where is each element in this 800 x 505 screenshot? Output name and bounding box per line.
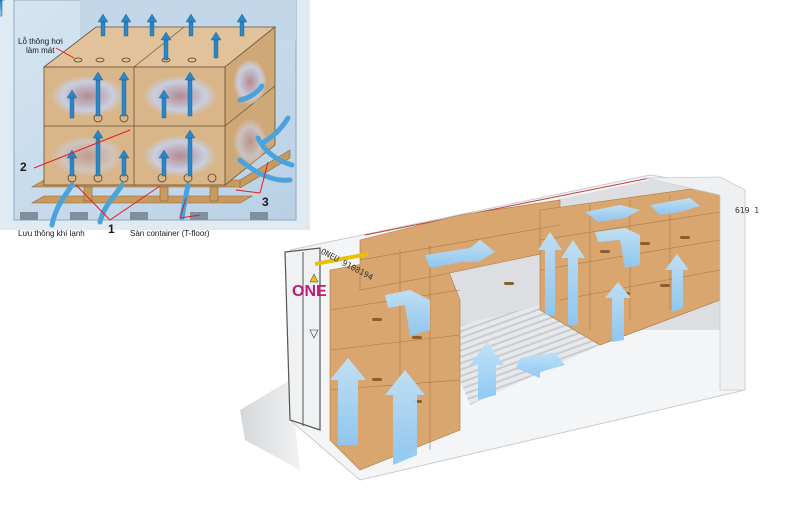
- container-illustration: [240, 174, 746, 481]
- pallet-airflow-diagram: Lỗ thông hơi làm mát 2 3 1 Lưu thông khí…: [0, 0, 310, 240]
- marker-3: 3: [262, 195, 269, 209]
- container-id-end: 619 1: [735, 206, 760, 215]
- pallet-airflow-illustration: [0, 0, 310, 230]
- container-cutaway-diagram: ONE ONEU 9108194 619 1: [230, 160, 800, 500]
- marker-2: 2: [20, 160, 27, 174]
- brand-logo: ONE: [292, 283, 327, 300]
- cold-air-flow-label: Lưu thông khí lạnh: [18, 229, 85, 238]
- vent-hole-label: Lỗ thông hơi: [18, 37, 63, 46]
- container-floor-label: Sàn container (T-floor): [130, 229, 210, 238]
- vent-hole-label-line2: làm mát: [26, 46, 55, 55]
- marker-1: 1: [108, 222, 115, 236]
